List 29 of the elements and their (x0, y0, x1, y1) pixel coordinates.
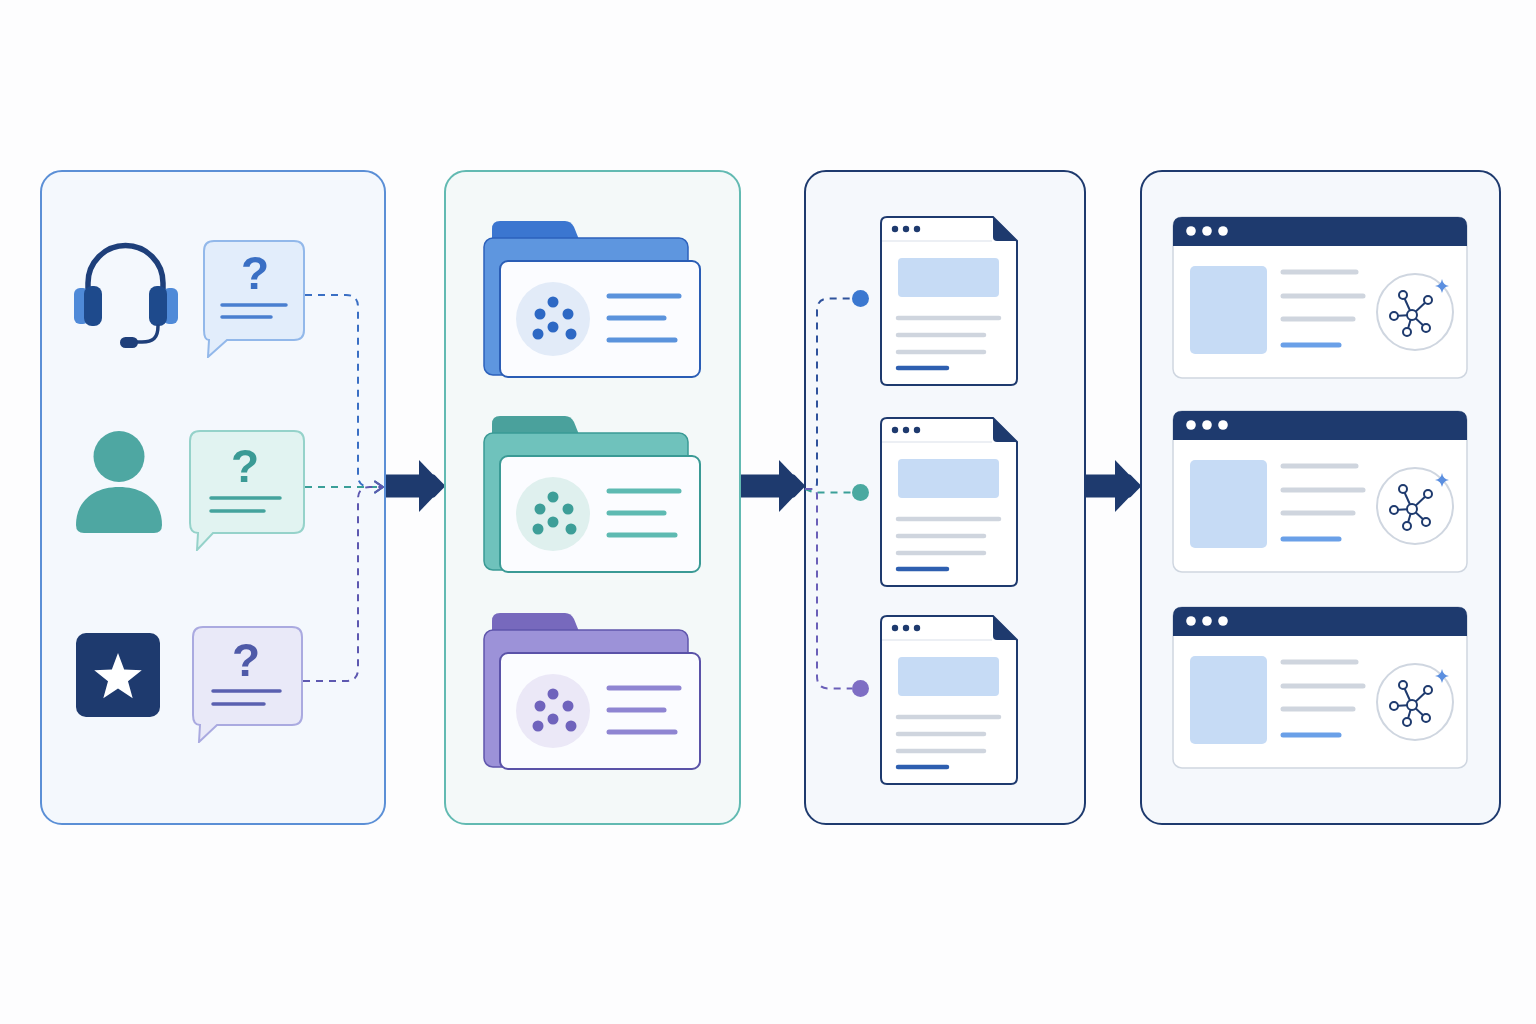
browser-window-illustration (1172, 216, 1468, 379)
browser-window-illustration (1172, 606, 1468, 769)
folder-illustration (483, 415, 701, 573)
document-illustration (880, 615, 1018, 785)
stage-panel (40, 170, 386, 825)
document-illustration (880, 216, 1018, 386)
question-mark: ? (231, 637, 261, 683)
question-bubble (189, 430, 305, 551)
flow-arrow (1086, 460, 1140, 512)
folder-illustration (483, 612, 701, 770)
question-mark: ? (230, 443, 260, 489)
person-icon (76, 431, 162, 533)
stage-panel (804, 170, 1086, 825)
question-mark: ? (240, 250, 270, 296)
dot-icon (852, 484, 869, 501)
dot-icon (852, 680, 869, 697)
folder-illustration (483, 220, 701, 378)
document-illustration (880, 417, 1018, 587)
browser-window-illustration (1172, 410, 1468, 573)
stage-panel (1140, 170, 1501, 825)
stage-panel (444, 170, 741, 825)
question-bubble (192, 626, 303, 743)
flow-arrow (741, 460, 804, 512)
question-bubble (203, 240, 305, 358)
dashed-arrow (302, 480, 384, 682)
dashed-connector (804, 488, 853, 494)
dashed-connector (804, 488, 853, 690)
flow-arrow (386, 460, 444, 512)
dot-icon (852, 290, 869, 307)
